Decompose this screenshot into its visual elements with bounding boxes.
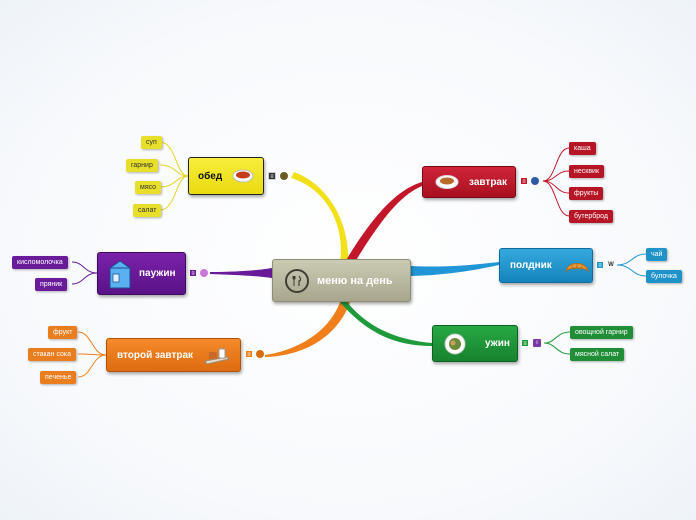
leaf-kislomolochka[interactable]: кисломолочка [12,256,68,269]
leaf-soup[interactable]: суп [141,136,162,149]
link-icon[interactable] [256,350,264,358]
note-icon[interactable]: ≡ [268,172,276,180]
leaf-pryanik[interactable]: пряник [35,278,68,291]
fork-knife-icon [285,268,309,293]
leaf-juice[interactable]: стакан сока [28,348,77,361]
leaf-kasha[interactable]: каша [569,142,596,155]
leaf-meat-salad[interactable]: мясной салат [570,348,625,361]
note-icon[interactable]: ≡ [245,350,253,358]
leaf-fruit[interactable]: фрукт [48,326,78,339]
topic-ujin-label: ужин [485,338,510,349]
leaf-salad[interactable]: салат [133,204,162,217]
topic-ujin[interactable]: ужин [432,325,518,362]
topic-poldnik-label: полдник [510,260,552,271]
central-topic-label: меню на день [317,274,393,287]
attachment-icon[interactable] [280,172,288,180]
leaf-nesquik[interactable]: несквик [569,165,605,178]
porridge-bowl-icon [435,175,459,189]
leaf-garnish[interactable]: гарнир [126,159,158,172]
link-icon[interactable] [531,177,539,185]
soup-bowl-icon [232,169,254,183]
topic-vtoroi-label: второй завтрак [117,349,194,361]
cutlery-icon[interactable]: ı [533,339,541,347]
note-icon[interactable]: ≡ [596,261,604,269]
topic-paujin[interactable]: паужин [97,252,186,295]
dinner-plate-icon [444,333,466,354]
topic-zavtrak[interactable]: завтрак [422,166,516,198]
topic-vtoroi-zavtrak[interactable]: второй завтрак [106,338,241,372]
snack-tray-icon [204,348,231,365]
croissant-icon [564,262,589,273]
leaf-bun[interactable]: булочка [646,270,682,283]
topic-poldnik[interactable]: полдник [499,248,593,283]
note-icon[interactable]: ≡ [521,339,529,347]
link-icon[interactable] [200,269,208,277]
note-icon[interactable]: ≡ [520,177,528,185]
leaf-tea[interactable]: чай [646,248,668,261]
leaf-sandwich[interactable]: бутерброд [569,210,613,223]
topic-obed-label: обед [198,170,223,182]
leaf-cookies[interactable]: печенье [40,371,77,384]
topic-obed[interactable]: обед [188,157,264,195]
note-icon[interactable]: ≡ [189,269,197,277]
topic-paujin-label: паужин [139,268,176,279]
central-topic[interactable]: меню на день [272,259,411,302]
milk-carton-icon [109,259,131,288]
leaf-fruits[interactable]: фрукты [569,187,604,200]
wikipedia-icon[interactable]: W [608,262,614,268]
topic-zavtrak-label: завтрак [469,176,507,188]
leaf-meat[interactable]: мясо [135,181,162,194]
leaf-vegetable-garnish[interactable]: овощной гарнир [570,326,633,339]
